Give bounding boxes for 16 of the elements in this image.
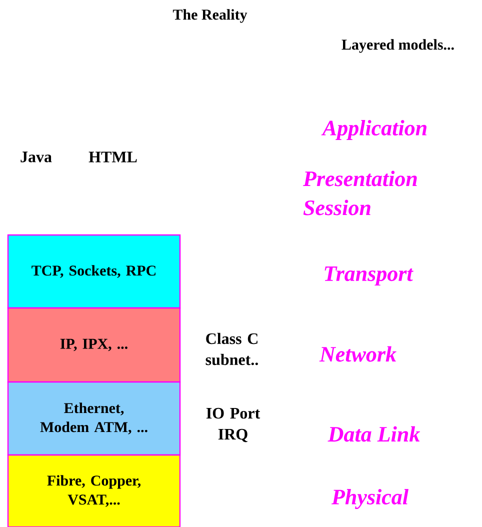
layer-box: Fibre, Copper, VSAT,...	[7, 454, 181, 527]
heading: Layered models...	[342, 39, 454, 53]
layer-box: TCP, Sockets, RPC	[7, 234, 181, 309]
layer-box: Ethernet, Modem ATM, ...	[7, 381, 181, 456]
layer-name: Data Link	[328, 426, 420, 442]
layer-name: Application	[321, 120, 427, 140]
heading: The Reality	[172, 9, 248, 23]
layer-name: Physical	[332, 489, 408, 509]
layer-box: IP, IPX, ...	[7, 307, 181, 383]
technology-label: Class C subnet..	[206, 332, 258, 366]
layer-name: Presentation Session	[303, 170, 417, 216]
technology-label: IO Port IRQ	[206, 408, 260, 442]
layer-name: Transport	[324, 266, 414, 286]
layer-name: Network	[319, 346, 396, 362]
technology-label: HTML	[88, 152, 137, 162]
technology-label: Java	[20, 152, 52, 162]
